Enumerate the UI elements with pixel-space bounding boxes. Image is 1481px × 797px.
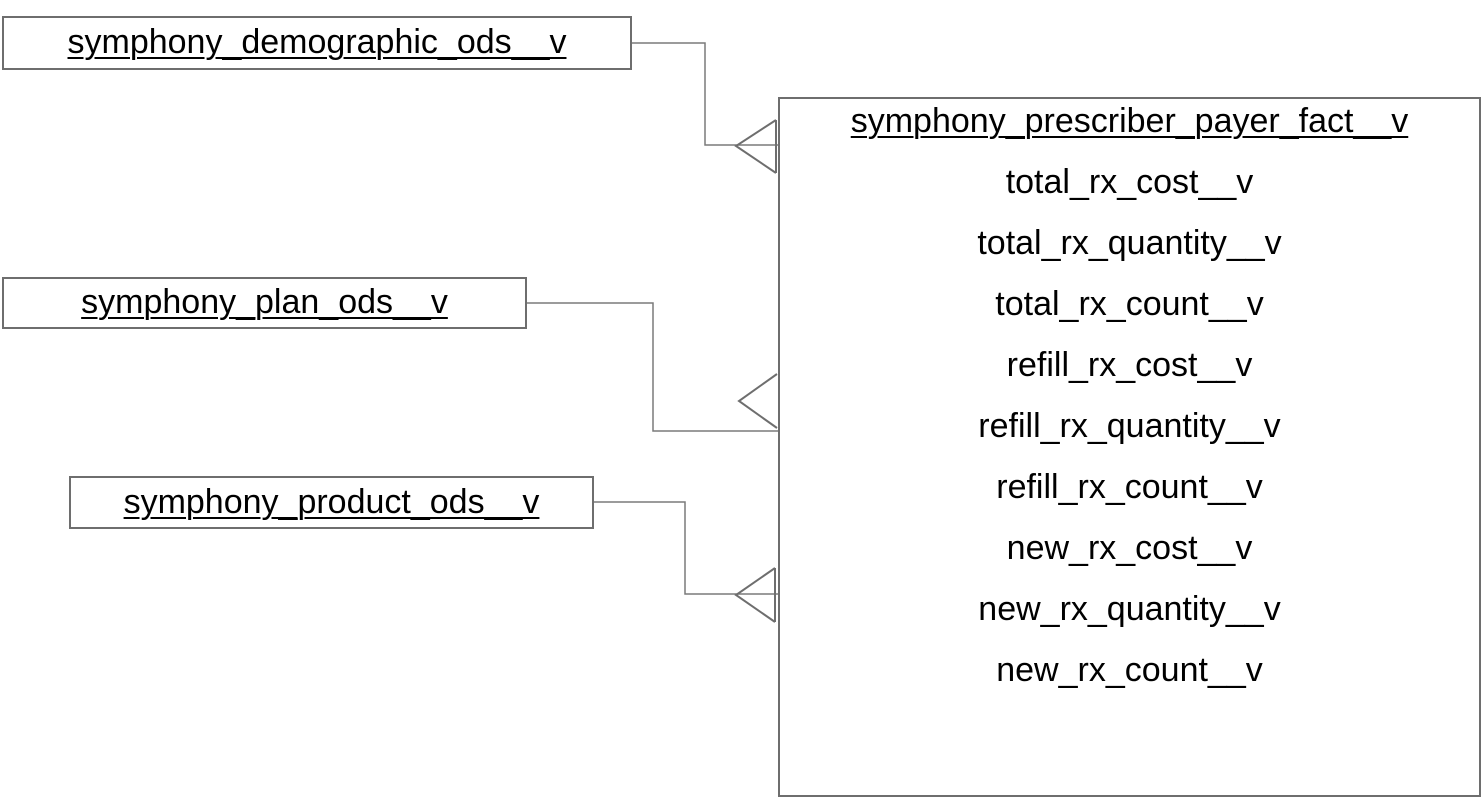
entity-title: symphony_product_ods__v [123, 483, 540, 521]
crowfoot-product-icon [734, 567, 776, 623]
entity-title: symphony_prescriber_payer_fact__v [850, 102, 1409, 140]
field-total-rx-cost: total_rx_cost__v [1005, 163, 1254, 201]
field-new-rx-count: new_rx_count__v [996, 651, 1263, 689]
entity-title: symphony_demographic_ods__v [67, 23, 567, 61]
field-new-rx-cost: new_rx_cost__v [1006, 529, 1253, 567]
field-total-rx-count: total_rx_count__v [995, 285, 1264, 323]
connector-plan-to-fact [526, 302, 778, 432]
crowfoot-demographic-icon [734, 119, 777, 174]
connector-demographic-to-fact [631, 42, 778, 146]
entity-symphony-plan-ods[interactable]: symphony_plan_ods__v [2, 277, 527, 329]
field-refill-rx-cost: refill_rx_cost__v [1006, 346, 1253, 384]
connector-product-to-fact [593, 501, 778, 595]
crowfoot-plan-icon [737, 373, 778, 429]
entity-symphony-demographic-ods[interactable]: symphony_demographic_ods__v [2, 16, 632, 70]
field-refill-rx-count: refill_rx_count__v [996, 468, 1263, 506]
entity-symphony-prescriber-payer-fact[interactable]: symphony_prescriber_payer_fact__v total_… [778, 97, 1481, 797]
entity-title: symphony_plan_ods__v [81, 283, 448, 321]
relationship-connectors [526, 42, 778, 623]
field-new-rx-quantity: new_rx_quantity__v [978, 590, 1281, 628]
field-refill-rx-quantity: refill_rx_quantity__v [978, 407, 1281, 445]
field-total-rx-quantity: total_rx_quantity__v [977, 224, 1282, 262]
entity-symphony-product-ods[interactable]: symphony_product_ods__v [69, 476, 594, 529]
